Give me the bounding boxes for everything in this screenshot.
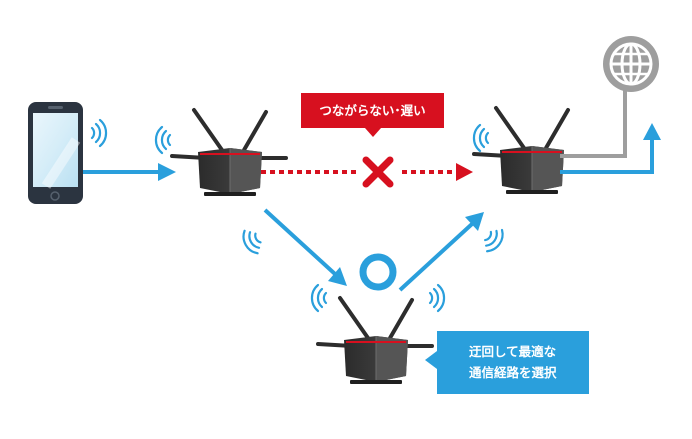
wifi-signal-icon [310, 283, 328, 313]
wifi-router-icon [316, 296, 434, 386]
internet-connection-line [560, 88, 661, 174]
best-route-label-line2: 通信経路を選択 [469, 365, 557, 380]
phone-to-router-arrow [83, 163, 176, 181]
wifi-router-icon [170, 108, 288, 198]
wifi-signal-icon [472, 123, 490, 153]
failed-direct-link [261, 163, 473, 181]
best-route-label-line1: 迂回して最適な [469, 344, 557, 359]
cross-mark-icon [362, 156, 394, 188]
connection-failed-label: つながらない･遅い [301, 93, 444, 137]
wifi-signal-icon [90, 118, 108, 148]
wifi-signal-icon [479, 224, 509, 256]
smartphone-icon [28, 102, 83, 204]
internet-globe-icon [603, 36, 659, 92]
wifi-signal-icon [154, 125, 172, 155]
wifi-router-icon [472, 106, 590, 196]
wifi-signal-icon [428, 283, 446, 313]
ok-circle-icon [359, 253, 397, 291]
detour-path [263, 208, 484, 292]
best-route-label: 迂回して最適な 通信経路を選択 [425, 331, 589, 394]
wifi-signal-icon [238, 225, 266, 258]
